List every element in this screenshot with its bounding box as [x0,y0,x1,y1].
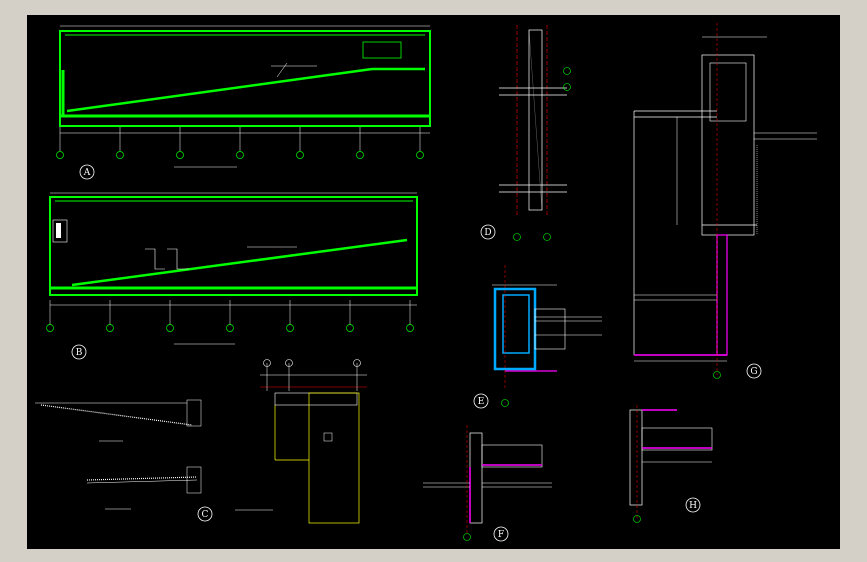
svg-text:A: A [83,168,91,178]
callout-g: G [746,363,762,379]
svg-text:C: C [202,510,209,520]
callout-b: B [71,344,87,360]
detail-d-drawing [499,25,571,241]
section-b-drawing [46,192,418,345]
section-a-drawing [56,25,431,168]
callout-f: F [493,526,509,542]
detail-h-drawing [629,405,713,523]
callout-h: H [685,497,701,513]
plan-detail-drawing [235,359,367,524]
svg-text:G: G [750,367,757,377]
callout-c: C [197,506,213,522]
drawing-svg: A [35,23,817,542]
detail-g-drawing [633,23,817,379]
svg-text:H: H [689,501,697,511]
svg-text:F: F [498,530,504,540]
svg-text:D: D [484,228,491,238]
svg-text:B: B [76,348,83,358]
callout-a: A [79,164,95,180]
callout-e: E [473,393,489,409]
svg-text:E: E [478,397,485,407]
detail-f-drawing [423,425,552,541]
detail-e-drawing [492,265,602,407]
cad-drawing-canvas[interactable]: A [27,15,840,549]
section-c-drawing [35,399,202,510]
callout-d: D [480,224,496,240]
